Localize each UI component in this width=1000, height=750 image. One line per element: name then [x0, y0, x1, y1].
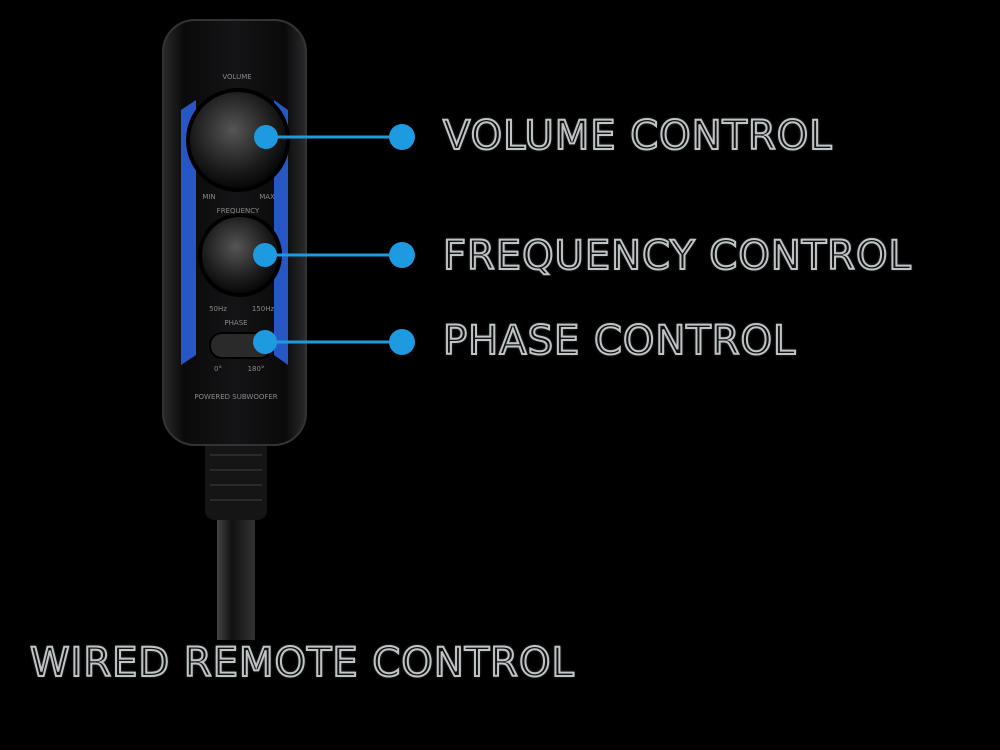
- caption: WIRED REMOTE CONTROL: [29, 639, 575, 687]
- phase-180-label: 180°: [247, 365, 265, 373]
- callout-lines: [265, 135, 402, 344]
- volume-dot-start: [254, 125, 278, 149]
- cable: [205, 430, 267, 640]
- brand-label: POWERED SUBWOOFER: [194, 393, 278, 401]
- frequency-min-label: 50Hz: [209, 305, 227, 313]
- volume-knob[interactable]: [186, 88, 290, 192]
- phase-dot-end: [389, 329, 415, 355]
- phase-0-label: 0°: [214, 365, 222, 373]
- volume-max-label: MAX: [259, 193, 275, 201]
- frequency-control-label: FREQUENCY CONTROL: [442, 232, 912, 280]
- frequency-dot-end: [389, 242, 415, 268]
- frequency-panel-label: FREQUENCY: [216, 207, 260, 215]
- frequency-dot-start: [253, 243, 277, 267]
- volume-dot-end: [389, 124, 415, 150]
- frequency-max-label: 150Hz: [251, 305, 275, 313]
- phase-control-label: PHASE CONTROL: [442, 317, 797, 365]
- phase-dot-start: [253, 330, 277, 354]
- phase-panel-label: PHASE: [224, 319, 248, 327]
- volume-control-label: VOLUME CONTROL: [442, 112, 833, 160]
- volume-panel-label: VOLUME: [222, 73, 252, 81]
- volume-min-label: MIN: [202, 193, 216, 201]
